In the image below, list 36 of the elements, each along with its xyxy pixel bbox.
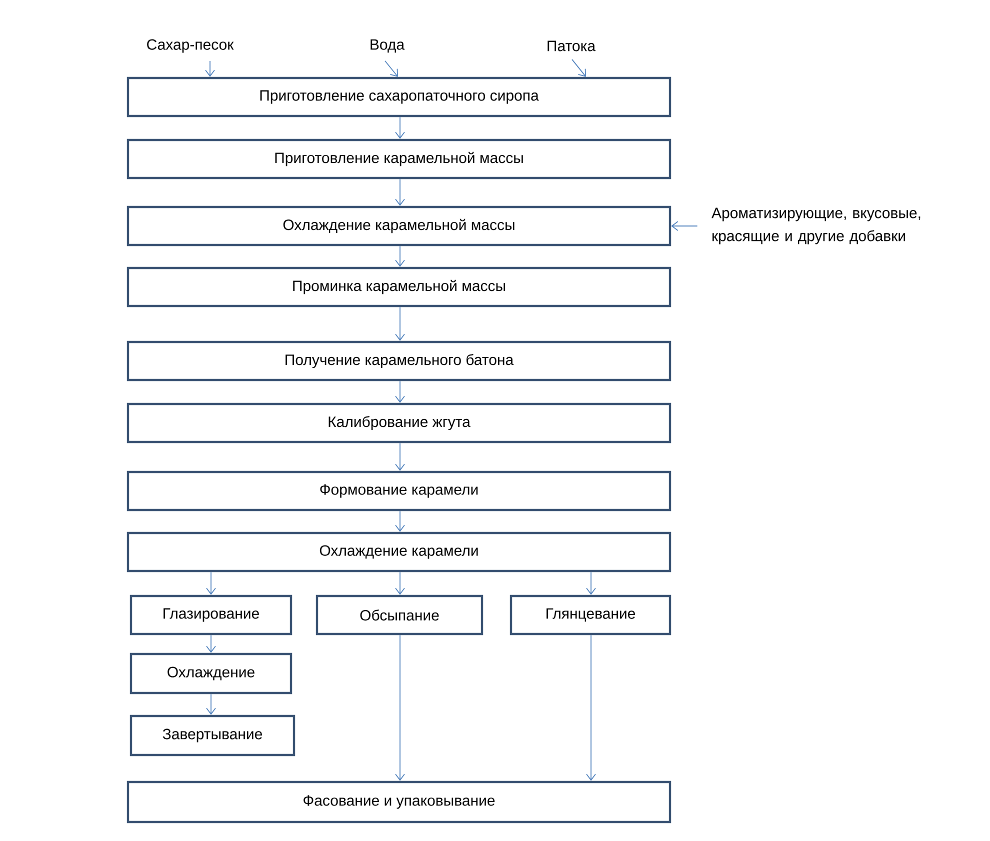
process-box: Формование карамели xyxy=(126,470,672,512)
input-label: Патока xyxy=(548,40,596,52)
arrow xyxy=(572,58,586,77)
arrow xyxy=(205,60,215,77)
process-box: Проминка карамельной массы xyxy=(126,266,672,308)
arrow xyxy=(395,246,405,267)
arrow xyxy=(586,634,596,781)
arrow xyxy=(395,442,405,471)
arrow xyxy=(395,116,405,139)
process-box: Охлаждение карамели xyxy=(126,532,672,572)
process-box: Охлаждение карамельной массы xyxy=(126,206,672,246)
arrow xyxy=(395,380,405,403)
process-box: Глазирование xyxy=(130,594,292,636)
process-box: Фасование и упаковывание xyxy=(126,780,672,824)
input-label: Ароматизирующие, вкусовые, красящие и другие добавки xyxy=(712,208,920,244)
process-box: Завертывание xyxy=(130,714,296,756)
process-box: Обсыпание xyxy=(316,594,484,636)
arrow xyxy=(395,510,405,532)
arrow xyxy=(206,694,216,715)
arrow xyxy=(395,634,405,781)
arrow xyxy=(395,572,405,595)
process-box: Калибрование жгута xyxy=(126,402,672,444)
arrow xyxy=(395,306,405,341)
arrow xyxy=(395,178,405,206)
arrow xyxy=(671,221,698,231)
process-box: Глянцевание xyxy=(510,594,672,636)
arrow xyxy=(586,572,596,595)
arrow xyxy=(384,60,398,77)
arrow xyxy=(206,634,216,653)
process-box: Приготовление карамельной массы xyxy=(126,138,672,180)
process-box: Получение карамельного батона xyxy=(126,340,672,382)
process-box: Приготовление сахаропаточного сиропа xyxy=(126,76,672,118)
process-box: Охлаждение xyxy=(130,652,292,694)
input-label: Вода xyxy=(370,39,405,53)
arrow xyxy=(206,572,216,595)
input-label: Сахар-песок xyxy=(147,39,234,53)
